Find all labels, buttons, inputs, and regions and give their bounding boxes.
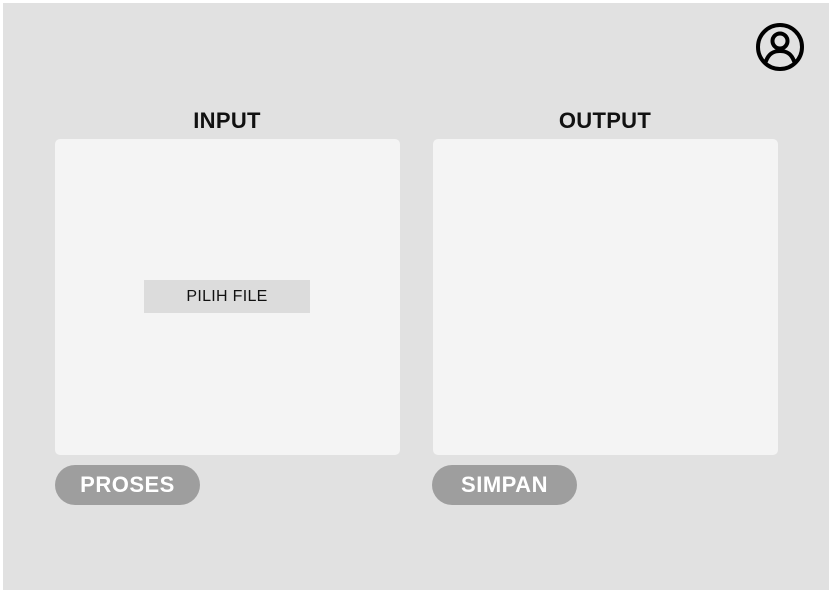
- output-panel: [433, 139, 778, 455]
- save-button[interactable]: SIMPAN: [432, 465, 577, 505]
- choose-file-button[interactable]: PILIH FILE: [144, 280, 310, 313]
- output-title: OUTPUT: [558, 108, 652, 133]
- profile-button[interactable]: [755, 22, 805, 72]
- process-button[interactable]: PROSES: [55, 465, 200, 505]
- input-title: INPUT: [193, 108, 261, 133]
- user-circle-icon: [756, 23, 804, 71]
